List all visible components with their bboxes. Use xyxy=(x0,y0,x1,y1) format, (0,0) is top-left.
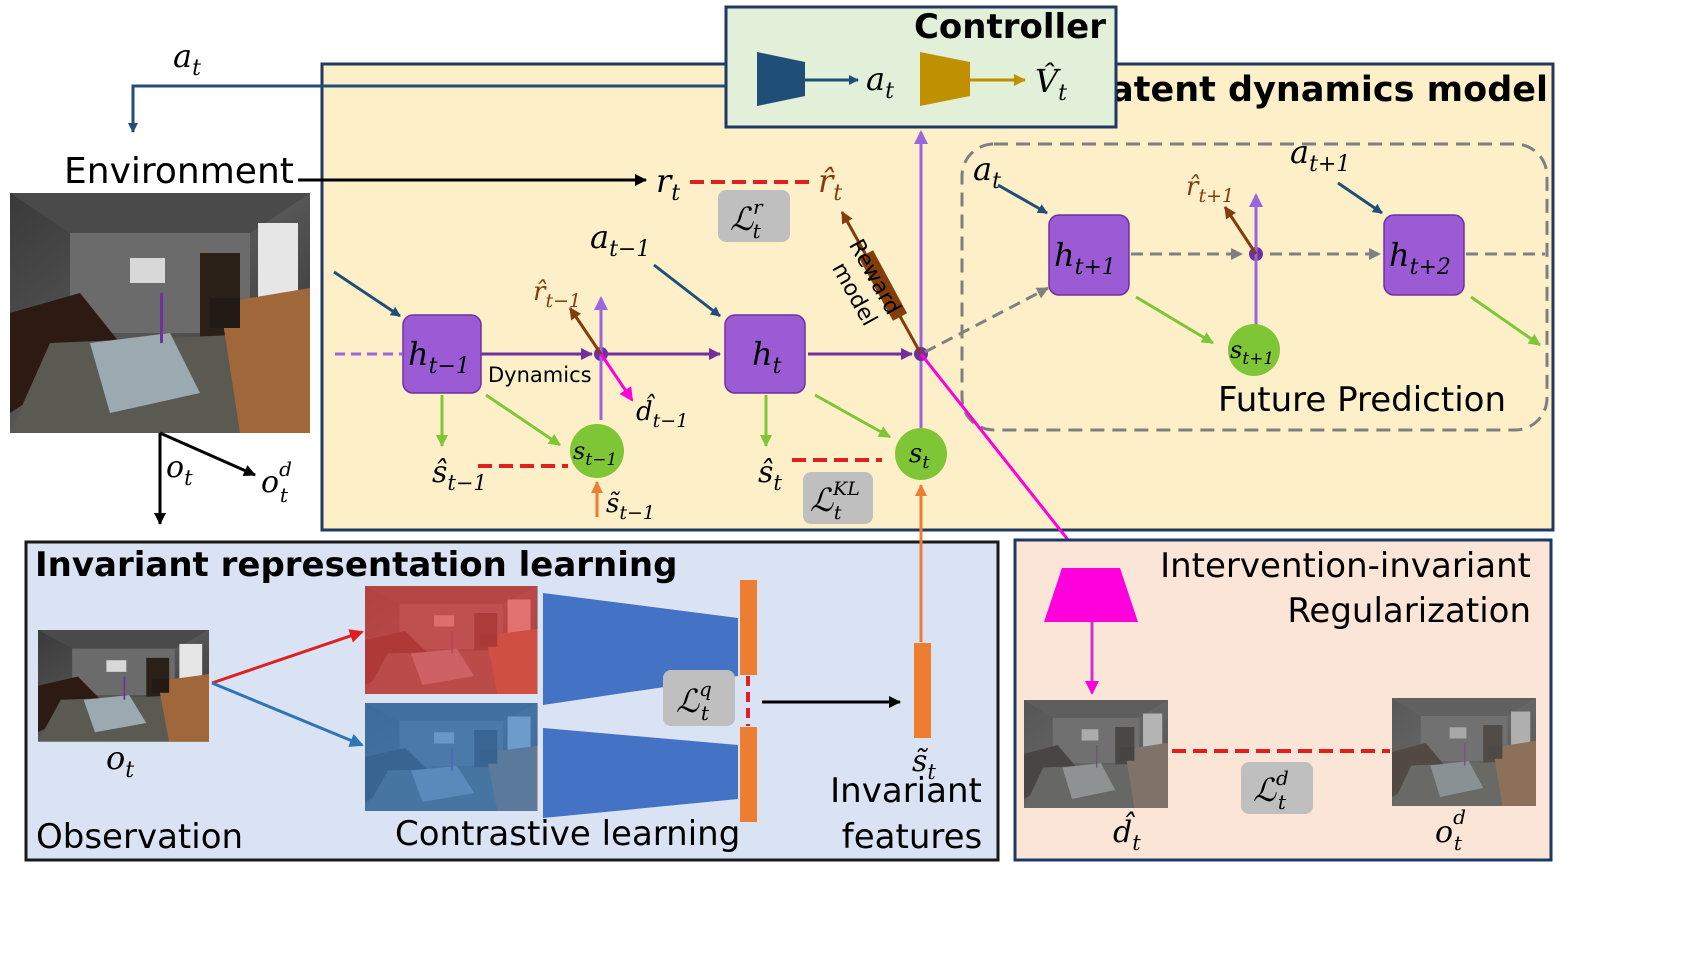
stoch-node-t-plus-1 xyxy=(1228,324,1280,376)
value-estimate-label: V̂t xyxy=(1035,62,1067,106)
state-node-t-plus-2 xyxy=(1383,214,1465,296)
invariant-feature-var-label: s̃t xyxy=(912,744,936,784)
depth-pred-prev-label: d̂t−1 xyxy=(636,393,688,432)
reward-model-bar xyxy=(858,250,908,321)
controller-action-label: at xyxy=(866,60,894,104)
loss-depth-badge xyxy=(1241,762,1313,814)
contrastive-label: Contrastive learning xyxy=(395,814,740,854)
future-prediction-region xyxy=(960,142,1549,432)
predicted-depth-image xyxy=(1024,700,1168,808)
observation-label: Observation xyxy=(36,817,243,857)
prior-state-prev-label: ŝt−1 xyxy=(432,455,487,495)
state-node-t-plus-1-label: ht+1 xyxy=(1054,236,1116,280)
observation-image xyxy=(38,630,209,742)
state-node-t xyxy=(724,314,806,394)
invariant-feature-bar xyxy=(914,643,931,738)
reward-pred-next-label: r̂t+1 xyxy=(1186,172,1234,207)
future-prediction-label: Future Prediction xyxy=(1218,380,1506,420)
feature-bottom xyxy=(740,727,757,822)
reward-label: rt xyxy=(656,162,680,206)
future-action-label: at xyxy=(973,150,1001,194)
stoch-node-t-minus-1 xyxy=(570,424,624,478)
action-to-env-arrow xyxy=(128,84,726,133)
policy-network-icon xyxy=(757,52,805,106)
value-network-icon xyxy=(920,52,970,106)
stoch-node-t-minus-1-label: st−1 xyxy=(573,437,617,470)
inv-feature-prev-label: s̃t−1 xyxy=(606,489,655,524)
decoder-arrow xyxy=(919,353,1086,562)
state-node-t-label: ht xyxy=(752,335,782,379)
stoch-node-t-plus-1-label: st+1 xyxy=(1230,336,1274,369)
loss-contrastive-badge xyxy=(663,670,735,726)
state-node-t-plus-1 xyxy=(1048,214,1130,296)
stoch-node-t-label: st xyxy=(909,439,930,473)
obs-label: ot xyxy=(166,450,193,490)
environment-label: Environment xyxy=(64,151,294,192)
prior-state-label: ŝt xyxy=(758,455,782,495)
encoder-bottom-icon xyxy=(543,728,738,818)
action-prev-label: at−1 xyxy=(590,218,650,262)
invariant-features-label-2: features xyxy=(842,817,982,857)
observation-var-label: ot xyxy=(106,739,134,783)
regularization-title-1: Intervention-invariant xyxy=(1160,546,1531,586)
state-node-t-minus-1-label: ht−1 xyxy=(408,335,470,379)
reward-pred-label: r̂t xyxy=(818,162,842,206)
invariant-features-label-1: Invariant xyxy=(830,771,982,811)
depth-pred-label: d̂t xyxy=(1113,811,1141,855)
loss-kl-badge xyxy=(803,472,873,524)
loss-reward-badge xyxy=(718,190,790,242)
controller-title: Controller xyxy=(914,7,1106,47)
dynamics-label: Dynamics xyxy=(488,363,592,387)
state-node-t-plus-2-label: ht+2 xyxy=(1389,236,1451,280)
red-augmented-image xyxy=(365,586,538,694)
stoch-node-t xyxy=(895,428,947,480)
blue-augmented-image xyxy=(365,703,538,811)
env-action-label: at xyxy=(173,37,201,81)
depth-decoder-icon xyxy=(1044,568,1138,622)
depth-observation-image xyxy=(1392,698,1536,806)
regularization-title-2: Regularization xyxy=(1287,591,1531,631)
environment-image xyxy=(10,193,310,433)
future-action-next-label: at+1 xyxy=(1290,133,1350,177)
feature-top xyxy=(740,580,757,675)
reward-pred-prev-label: r̂t−1 xyxy=(533,277,581,312)
latent-dynamics-title: Latent dynamics model xyxy=(1088,70,1548,110)
invariant-title: Invariant representation learning xyxy=(35,545,677,585)
